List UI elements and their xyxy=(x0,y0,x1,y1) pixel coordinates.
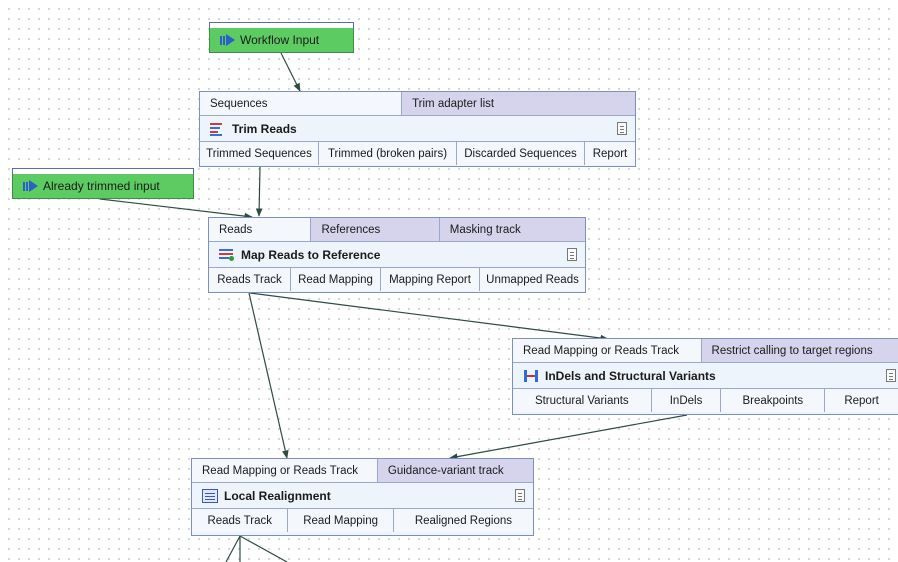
port-breakpoints[interactable]: Breakpoints xyxy=(721,389,826,412)
trim-reads-title: Trim Reads xyxy=(232,121,297,136)
edge-trimmed-input-to-map xyxy=(99,198,253,220)
map-reads-input-ports: Reads References Masking track xyxy=(209,218,585,242)
document-icon[interactable] xyxy=(886,369,896,382)
local-realignment-title-row: Local Realignment xyxy=(192,483,533,509)
trim-reads-icon xyxy=(210,122,226,136)
already-trimmed-input-node[interactable]: Already trimmed input xyxy=(12,168,194,199)
indels-title-row: InDels and Structural Variants xyxy=(513,363,898,389)
indels-icon xyxy=(523,369,539,383)
node-header-bar xyxy=(209,22,354,28)
input-arrow-icon xyxy=(23,180,39,192)
workflow-input-node[interactable]: Workflow Input xyxy=(209,22,354,53)
port-masking-track[interactable]: Masking track xyxy=(439,218,585,241)
local-realignment-title: Local Realignment xyxy=(224,488,331,503)
port-read-mapping[interactable]: Read Mapping xyxy=(288,509,394,532)
port-trimmed-sequences[interactable]: Trimmed Sequences xyxy=(200,142,319,165)
port-restrict-calling[interactable]: Restrict calling to target regions xyxy=(701,339,898,362)
document-icon[interactable] xyxy=(515,489,525,502)
port-structural-variants[interactable]: Structural Variants xyxy=(513,389,652,412)
indels-output-ports: Structural Variants InDels Breakpoints R… xyxy=(513,389,898,412)
port-realigned-regions[interactable]: Realigned Regions xyxy=(393,509,533,532)
local-realignment-input-ports: Read Mapping or Reads Track Guidance-var… xyxy=(192,459,533,483)
port-read-mapping[interactable]: Read Mapping xyxy=(291,268,381,291)
port-guidance-variant-track[interactable]: Guidance-variant track xyxy=(377,459,533,482)
map-reads-icon xyxy=(219,248,235,262)
map-reads-title-row: Map Reads to Reference xyxy=(209,242,585,268)
port-report[interactable]: Report xyxy=(585,142,635,165)
port-reads-track[interactable]: Reads Track xyxy=(192,509,289,532)
edge-map-to-indels xyxy=(249,292,609,342)
port-references[interactable]: References xyxy=(311,218,440,241)
trim-reads-input-ports: Sequences Trim adapter list xyxy=(200,92,635,116)
port-indels[interactable]: InDels xyxy=(651,389,722,412)
indels-title: InDels and Structural Variants xyxy=(545,368,716,383)
edge-realign-out-1 xyxy=(225,535,241,562)
port-read-mapping-or-reads-track[interactable]: Read Mapping or Reads Track xyxy=(513,339,702,362)
port-reads-track[interactable]: Reads Track xyxy=(209,268,291,291)
document-icon[interactable] xyxy=(617,122,627,135)
port-report[interactable]: Report xyxy=(825,389,898,412)
port-mapping-report[interactable]: Mapping Report xyxy=(381,268,480,291)
local-realignment-icon xyxy=(202,488,218,503)
map-reads-node[interactable]: Reads References Masking track Map Reads… xyxy=(208,217,586,293)
already-trimmed-input-label: Already trimmed input xyxy=(43,179,160,193)
edge-input-to-trim xyxy=(280,52,301,92)
map-reads-output-ports: Reads Track Read Mapping Mapping Report … xyxy=(209,268,585,291)
edge-realign-out-2 xyxy=(239,535,288,562)
workflow-input-label: Workflow Input xyxy=(240,33,320,47)
edge-indels-to-realign xyxy=(449,414,688,460)
node-header-bar xyxy=(12,168,194,174)
trim-reads-output-ports: Trimmed Sequences Trimmed (broken pairs)… xyxy=(200,142,635,165)
port-reads[interactable]: Reads xyxy=(209,218,312,241)
input-arrow-icon xyxy=(220,34,236,46)
trim-reads-node[interactable]: Sequences Trim adapter list Trim Reads T… xyxy=(199,91,636,167)
port-trimmed-broken-pairs[interactable]: Trimmed (broken pairs) xyxy=(319,142,457,165)
port-unmapped-reads[interactable]: Unmapped Reads xyxy=(480,268,585,291)
trim-reads-title-row: Trim Reads xyxy=(200,116,635,142)
indels-node[interactable]: Read Mapping or Reads Track Restrict cal… xyxy=(512,338,898,415)
port-sequences[interactable]: Sequences xyxy=(200,92,403,115)
edge-map-to-realign xyxy=(248,292,289,459)
indels-input-ports: Read Mapping or Reads Track Restrict cal… xyxy=(513,339,898,363)
local-realignment-output-ports: Reads Track Read Mapping Realigned Regio… xyxy=(192,509,533,532)
document-icon[interactable] xyxy=(567,248,577,261)
port-discarded-sequences[interactable]: Discarded Sequences xyxy=(457,142,585,165)
port-trim-adapter-list[interactable]: Trim adapter list xyxy=(402,92,635,115)
edge-trim-to-map xyxy=(255,166,263,217)
port-read-mapping-or-reads-track[interactable]: Read Mapping or Reads Track xyxy=(192,459,378,482)
map-reads-title: Map Reads to Reference xyxy=(241,247,381,262)
local-realignment-node[interactable]: Read Mapping or Reads Track Guidance-var… xyxy=(191,458,534,536)
